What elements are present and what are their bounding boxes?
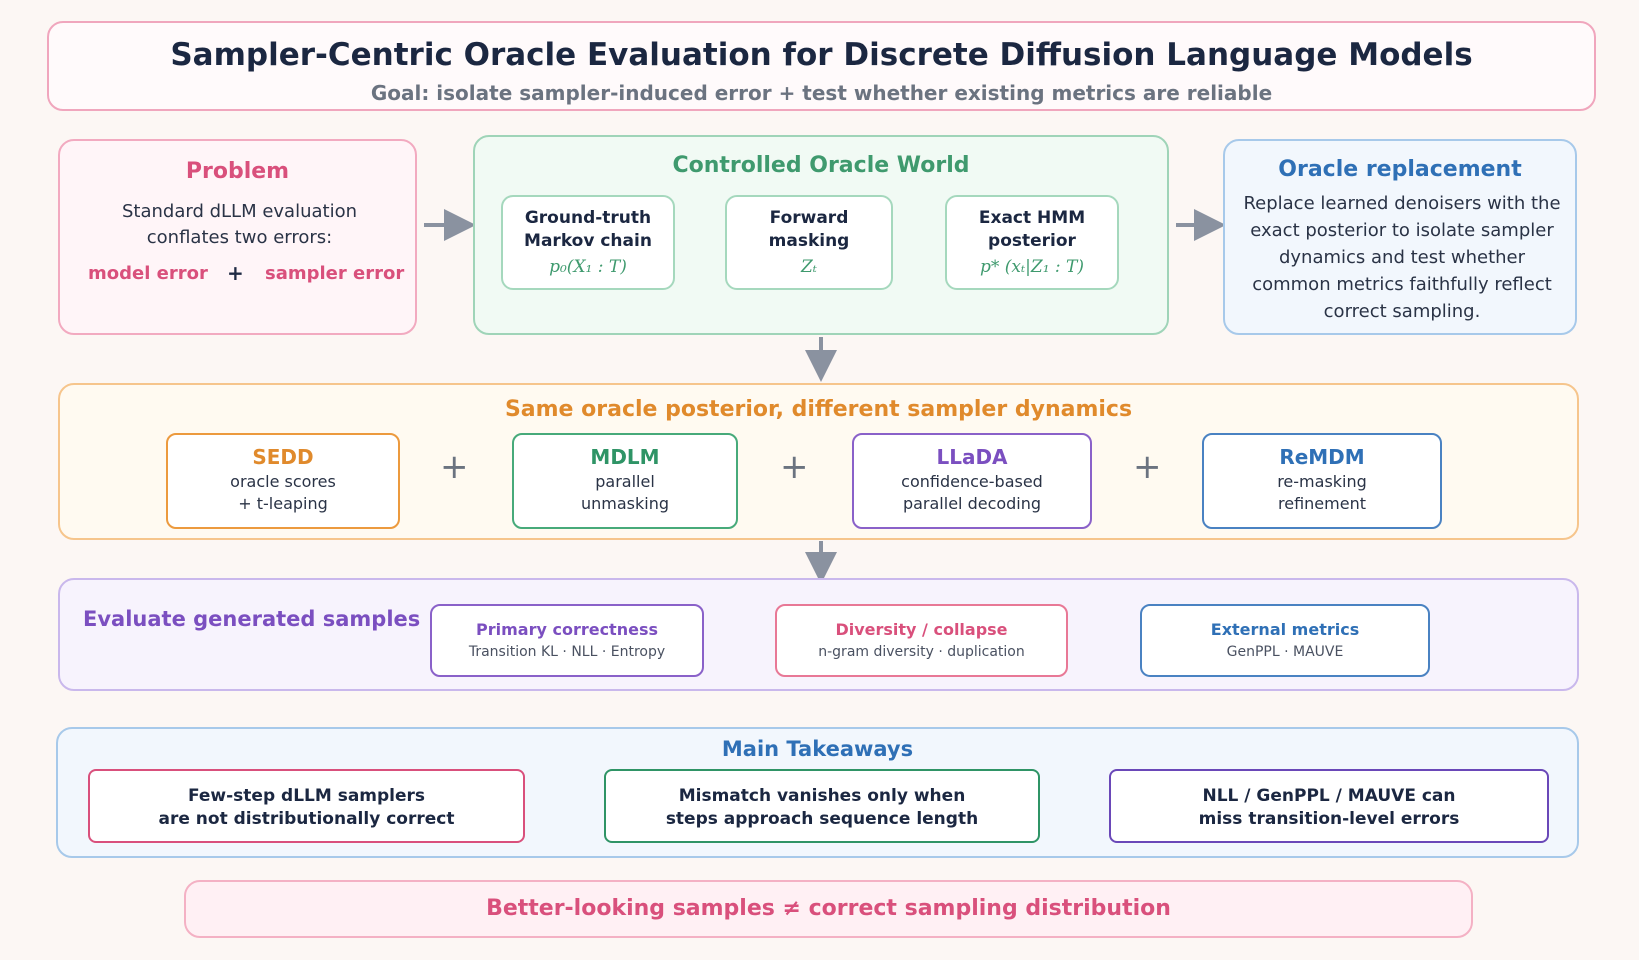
title-panel: Sampler-Centric Oracle Evaluation for Di…	[47, 21, 1596, 111]
sampler-desc-line2: unmasking	[580, 494, 669, 513]
takeaway-line2: are not distributionally correct	[158, 809, 455, 829]
problem-panel: Problem Standard dLLM evaluation conflat…	[58, 139, 417, 335]
problem-description: Standard dLLM evaluation conflates two e…	[121, 201, 358, 248]
node-label-line2: posterior	[988, 231, 1076, 251]
takeaway-line1: Few-step dLLM samplers	[187, 786, 426, 806]
metric-primary-correctness: Primary correctness Transition KL · NLL …	[430, 604, 704, 677]
node-label-line1: Exact HMM	[978, 208, 1086, 228]
sampler-desc-line2: + t-leaping	[238, 494, 328, 513]
sampler-desc-line1: oracle scores	[230, 472, 336, 491]
plus-sign: +	[1133, 447, 1162, 487]
metric-name: Diversity / collapse	[835, 620, 1008, 639]
sampler-desc-line1: re-masking	[1277, 472, 1367, 491]
metric-name: External metrics	[1210, 620, 1360, 639]
plus-sign: +	[227, 261, 244, 285]
oracle-replacement-panel: Oracle replacement Replace learned denoi…	[1223, 139, 1577, 335]
metric-desc: Transition KL · NLL · Entropy	[468, 644, 666, 660]
sampler-dynamics-panel: Same oracle posterior, different sampler…	[58, 383, 1579, 540]
sampler-llada: LLaDA confidence-based parallel decoding	[852, 433, 1092, 529]
takeaway-line1: NLL / GenPPL / MAUVE can	[1202, 786, 1456, 806]
takeaway-item: NLL / GenPPL / MAUVE can miss transition…	[1109, 769, 1549, 843]
sampler-sedd: SEDD oracle scores + t-leaping	[166, 433, 400, 529]
sampler-remdm: ReMDM re-masking refinement	[1202, 433, 1442, 529]
exact-hmm-posterior-node: Exact HMM posterior p* (xₜ|Z₁ : T)	[945, 195, 1119, 290]
metric-name: Primary correctness	[476, 620, 658, 639]
sampler-name: SEDD	[252, 445, 314, 469]
takeaway-item: Mismatch vanishes only when steps approa…	[604, 769, 1040, 843]
takeaways-title: Main Takeaways	[721, 737, 914, 761]
metric-desc: n-gram diversity · duplication	[818, 644, 1025, 660]
conclusion-text: Better-looking samples ≠ correct samplin…	[486, 896, 1171, 921]
takeaway-line2: steps approach sequence length	[665, 809, 979, 829]
plus-sign: +	[440, 447, 469, 487]
model-error-label: model error	[88, 263, 208, 284]
takeaways-panel: Main Takeaways Few-step dLLM samplers ar…	[56, 727, 1579, 858]
sampler-name: MDLM	[590, 445, 660, 469]
sampler-desc-line1: parallel	[595, 472, 655, 491]
metric-external: External metrics GenPPL · MAUVE	[1140, 604, 1430, 677]
node-label-line2: Markov chain	[524, 231, 652, 251]
sampler-desc-line1: confidence-based	[901, 472, 1043, 491]
sampler-error-label: sampler error	[265, 263, 405, 284]
takeaway-line2: miss transition-level errors	[1198, 809, 1460, 829]
page-title: Sampler-Centric Oracle Evaluation for Di…	[170, 37, 1473, 73]
node-label-line2: masking	[768, 231, 850, 251]
plus-sign: +	[780, 447, 809, 487]
takeaway-line1: Mismatch vanishes only when	[678, 786, 966, 806]
sampler-desc-line2: parallel decoding	[902, 494, 1042, 513]
node-math: p* (xₜ|Z₁ : T)	[979, 257, 1085, 277]
sampler-name: ReMDM	[1279, 445, 1365, 469]
evaluate-panel: Evaluate generated samples Primary corre…	[58, 578, 1579, 691]
forward-masking-node: Forward masking Zₜ	[725, 195, 893, 290]
metric-diversity-collapse: Diversity / collapse n-gram diversity · …	[775, 604, 1068, 677]
problem-title: Problem	[185, 159, 290, 184]
evaluate-title: Evaluate generated samples	[83, 607, 421, 631]
sampler-dynamics-title: Same oracle posterior, different sampler…	[504, 397, 1133, 422]
node-label-line1: Forward	[769, 208, 849, 228]
oracle-replacement-title: Oracle replacement	[1278, 157, 1522, 182]
sampler-mdlm: MDLM parallel unmasking	[512, 433, 738, 529]
node-label-line1: Ground-truth	[524, 208, 652, 228]
node-math: Zₜ	[800, 257, 817, 277]
sampler-desc-line2: refinement	[1278, 494, 1366, 513]
oracle-world-panel: Controlled Oracle World Ground-truth Mar…	[473, 135, 1169, 335]
ground-truth-markov-chain-node: Ground-truth Markov chain p₀(X₁ : T)	[501, 195, 675, 290]
goal-subtitle: Goal: isolate sampler-induced error + te…	[370, 81, 1273, 105]
sampler-name: LLaDA	[936, 445, 1008, 469]
node-math: p₀(X₁ : T)	[549, 257, 627, 277]
takeaway-item: Few-step dLLM samplers are not distribut…	[88, 769, 525, 843]
oracle-replacement-description: Replace learned denoisers with the exact…	[1243, 193, 1561, 322]
conclusion-banner: Better-looking samples ≠ correct samplin…	[184, 880, 1473, 938]
metric-desc: GenPPL · MAUVE	[1226, 644, 1344, 660]
oracle-world-title: Controlled Oracle World	[672, 153, 970, 178]
